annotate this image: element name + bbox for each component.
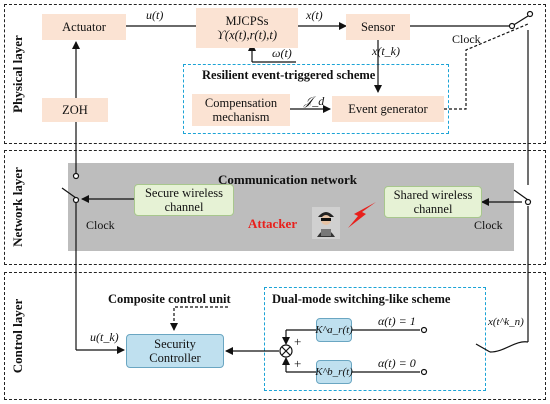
omega-t-label: ω(t) <box>272 46 292 60</box>
zoh-block: ZOH <box>42 98 108 122</box>
clock-right-label: Clock <box>474 218 503 232</box>
x-t-label: x(t) <box>306 8 323 22</box>
event-generator-label: Event generator <box>348 102 428 116</box>
u-t-label: u(t) <box>146 8 164 22</box>
gain-kb-block: K^b_r(t) <box>315 360 353 384</box>
compensation-block: Compensation mechanism <box>192 94 290 126</box>
u-tk-label: u(t_k) <box>90 330 119 344</box>
gain-ka-label: K^a_r(t) <box>315 324 353 336</box>
mjcps-title: MJCPSs <box>225 14 269 28</box>
lightning-icon <box>348 202 376 228</box>
alpha-zero-label: α(t) = 0 <box>378 356 416 370</box>
secure-channel-line1: Secure wireless <box>144 186 224 200</box>
communication-network-title: Communication network <box>218 172 358 187</box>
resilient-scheme-title: Resilient event-triggered scheme <box>202 68 376 82</box>
mjcps-block: MJCPSs ϒ(x(t),r(t),t) <box>196 8 298 48</box>
compensation-line1: Compensation <box>204 96 278 110</box>
dual-mode-scheme-frame <box>264 287 486 391</box>
jd-label: 𝒥_d <box>304 94 325 108</box>
sensor-label: Sensor <box>360 20 396 34</box>
physical-layer-frame <box>4 4 546 144</box>
compensation-line2: mechanism <box>212 110 270 124</box>
gain-ka-block: K^a_r(t) <box>315 318 353 342</box>
clock-top-label: Clock <box>452 32 481 46</box>
control-layer-frame <box>4 272 546 400</box>
shared-channel-line2: channel <box>413 202 453 216</box>
clock-left-label: Clock <box>86 218 115 232</box>
secure-channel-block: Secure wireless channel <box>134 184 234 216</box>
attacker-icon <box>312 207 340 239</box>
zoh-label: ZOH <box>62 103 88 117</box>
alpha-one-label: α(t) = 1 <box>378 314 416 328</box>
x-tnk-label: x(t^k_n) <box>488 316 524 328</box>
x-tk-label: x(t_k) <box>372 44 400 58</box>
security-controller-line2: Controller <box>149 351 201 365</box>
security-controller-line1: Security <box>154 337 196 351</box>
network-layer-frame <box>4 150 546 265</box>
plus-bottom-label: + <box>294 356 302 371</box>
mjcps-formula: ϒ(x(t),r(t),t) <box>216 28 277 42</box>
attacker-label: Attacker <box>248 216 298 231</box>
actuator-label: Actuator <box>62 20 106 34</box>
composite-control-label: Composite control unit <box>108 292 231 306</box>
shared-channel-line1: Shared wireless <box>393 188 473 202</box>
secure-channel-line2: channel <box>164 200 204 214</box>
plus-top-label: + <box>294 334 302 349</box>
shared-channel-block: Shared wireless channel <box>384 186 482 218</box>
actuator-block: Actuator <box>42 14 126 40</box>
dual-mode-title: Dual-mode switching-like scheme <box>272 292 451 306</box>
sensor-block: Sensor <box>346 14 410 40</box>
security-controller-block: Security Controller <box>126 334 224 368</box>
resilient-scheme-frame <box>183 64 449 134</box>
gain-kb-label: K^b_r(t) <box>315 366 353 378</box>
event-generator-block: Event generator <box>332 96 444 122</box>
